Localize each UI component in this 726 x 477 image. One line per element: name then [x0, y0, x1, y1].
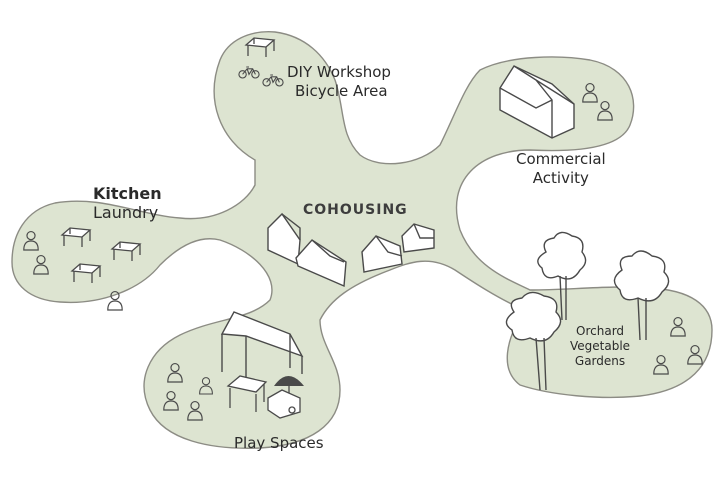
tree-icon	[505, 231, 670, 391]
workshop-label: DIY Workshop Bicycle Area	[287, 63, 391, 101]
kitchen-label-line: Kitchen	[93, 184, 162, 203]
kitchen-label-line: Laundry	[93, 203, 159, 222]
play-label: Play Spaces	[234, 434, 324, 453]
orchard-label: Orchard Vegetable Gardens	[570, 324, 630, 369]
workshop-label-line: Bicycle Area	[295, 82, 388, 100]
kitchen-label: Kitchen Laundry	[93, 184, 162, 222]
workshop-label-line: DIY Workshop	[287, 63, 391, 81]
commercial-label-line: Commercial	[516, 150, 606, 168]
orchard-label-line: Vegetable	[570, 339, 631, 353]
center-label: COHOUSING	[303, 202, 408, 218]
play-label-line: Play Spaces	[234, 434, 324, 452]
orchard-label-line: Gardens	[574, 354, 626, 368]
house-icon	[267, 212, 435, 288]
commercial-label-line: Activity	[532, 169, 589, 187]
commercial-building-icon	[499, 65, 575, 139]
toy-wagon-icon	[267, 389, 301, 419]
commercial-label: Commercial Activity	[516, 150, 606, 188]
pavilion-icon	[220, 311, 304, 380]
picnic-table-icon	[226, 375, 268, 412]
orchard-label-line: Orchard	[576, 324, 625, 338]
